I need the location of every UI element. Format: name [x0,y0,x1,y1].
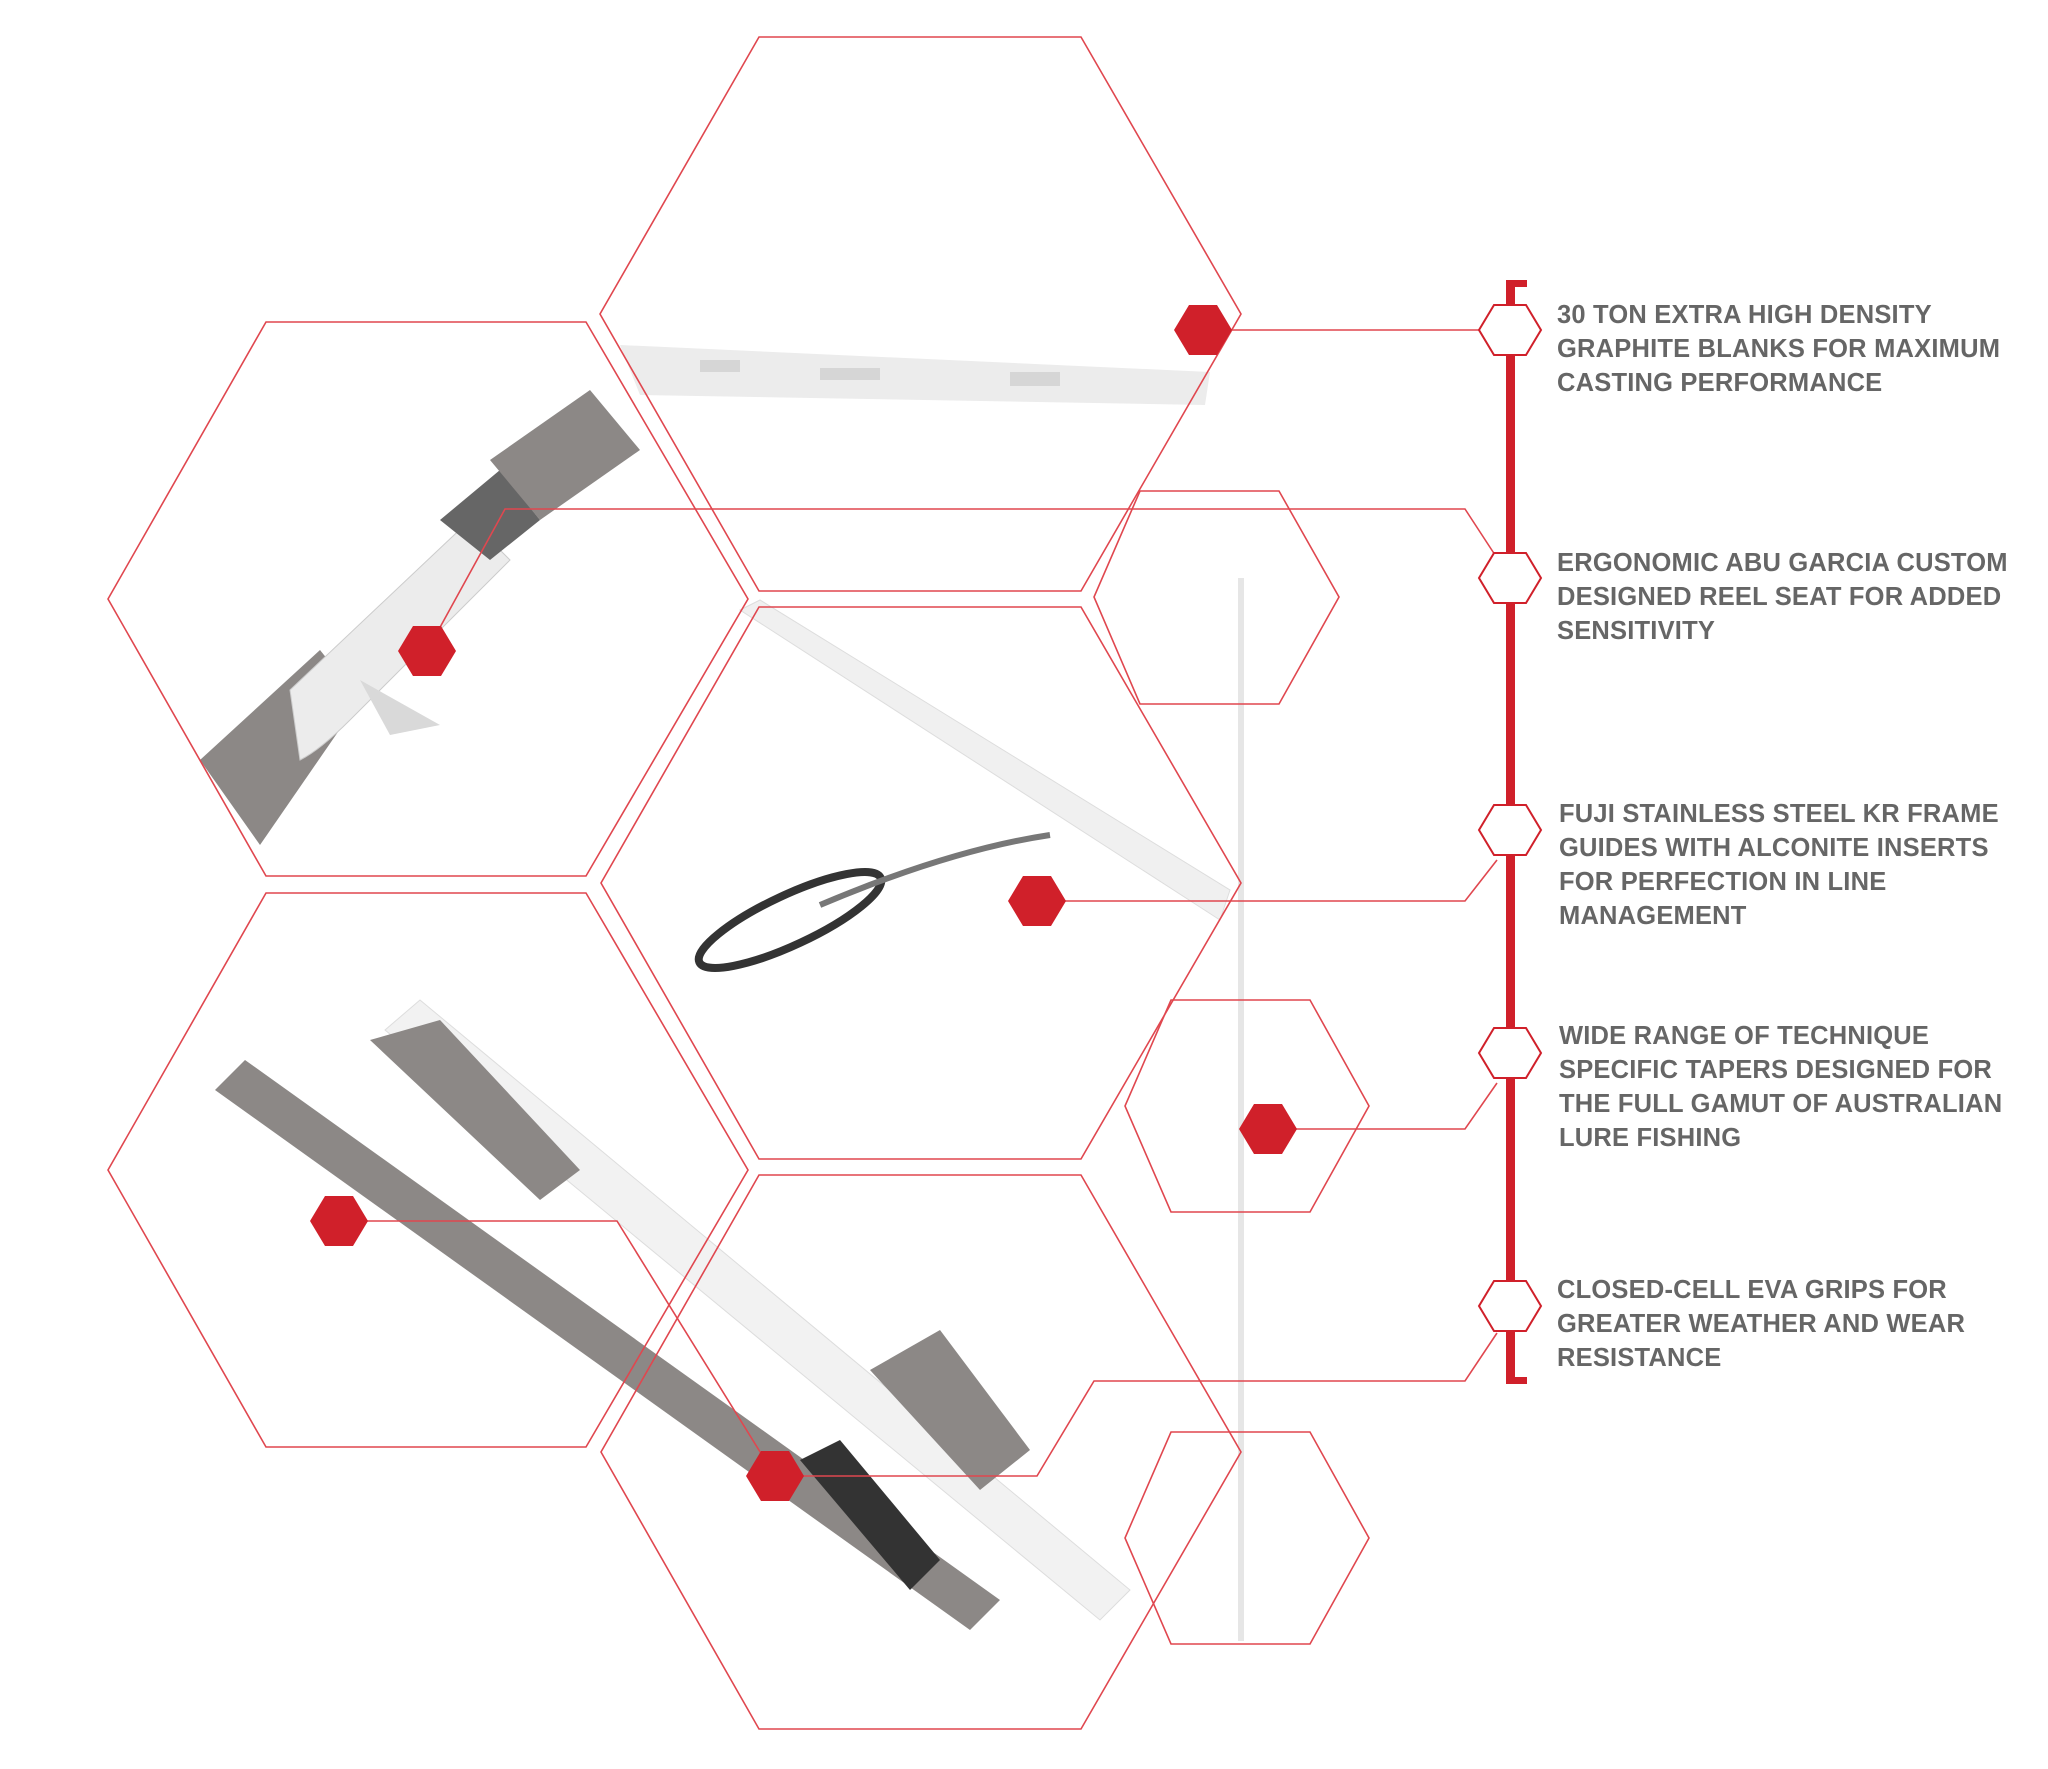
feature-tapers: WIDE RANGE OF TECHNIQUE SPECIFIC TAPERS … [1559,1022,2003,1152]
feature-reel-seat: ERGONOMIC ABU GARCIA CUSTOM DESIGNED REE… [1557,549,2008,645]
guide-closeup [694,599,1231,972]
reel-seat-closeup [200,390,640,845]
hotspot-grip [310,1196,368,1246]
rod-blank-closeup [620,345,1210,405]
hotspot-markers [310,305,1297,1501]
hexagon-frames [107,36,1370,1730]
feature-eva-grips: CLOSED-CELL EVA GRIPS FOR GREATER WEATHE… [1557,1276,1966,1372]
hotspot-taper [1239,1104,1297,1154]
timeline-markers [1477,304,1543,1332]
hotspot-guide [1008,876,1066,926]
hotspot-reel-seat [398,626,456,676]
feature-graphite-blanks: 30 TON EXTRA HIGH DENSITY GRAPHITE BLANK… [1557,301,2001,397]
connector-lines [339,329,1498,1477]
hotspot-blank [1174,305,1232,355]
handle-closeup [215,999,1131,1630]
hotspot-grip-2 [746,1451,804,1501]
feature-fuji-guides: FUJI STAINLESS STEEL KR FRAME GUIDES WIT… [1559,800,1999,930]
